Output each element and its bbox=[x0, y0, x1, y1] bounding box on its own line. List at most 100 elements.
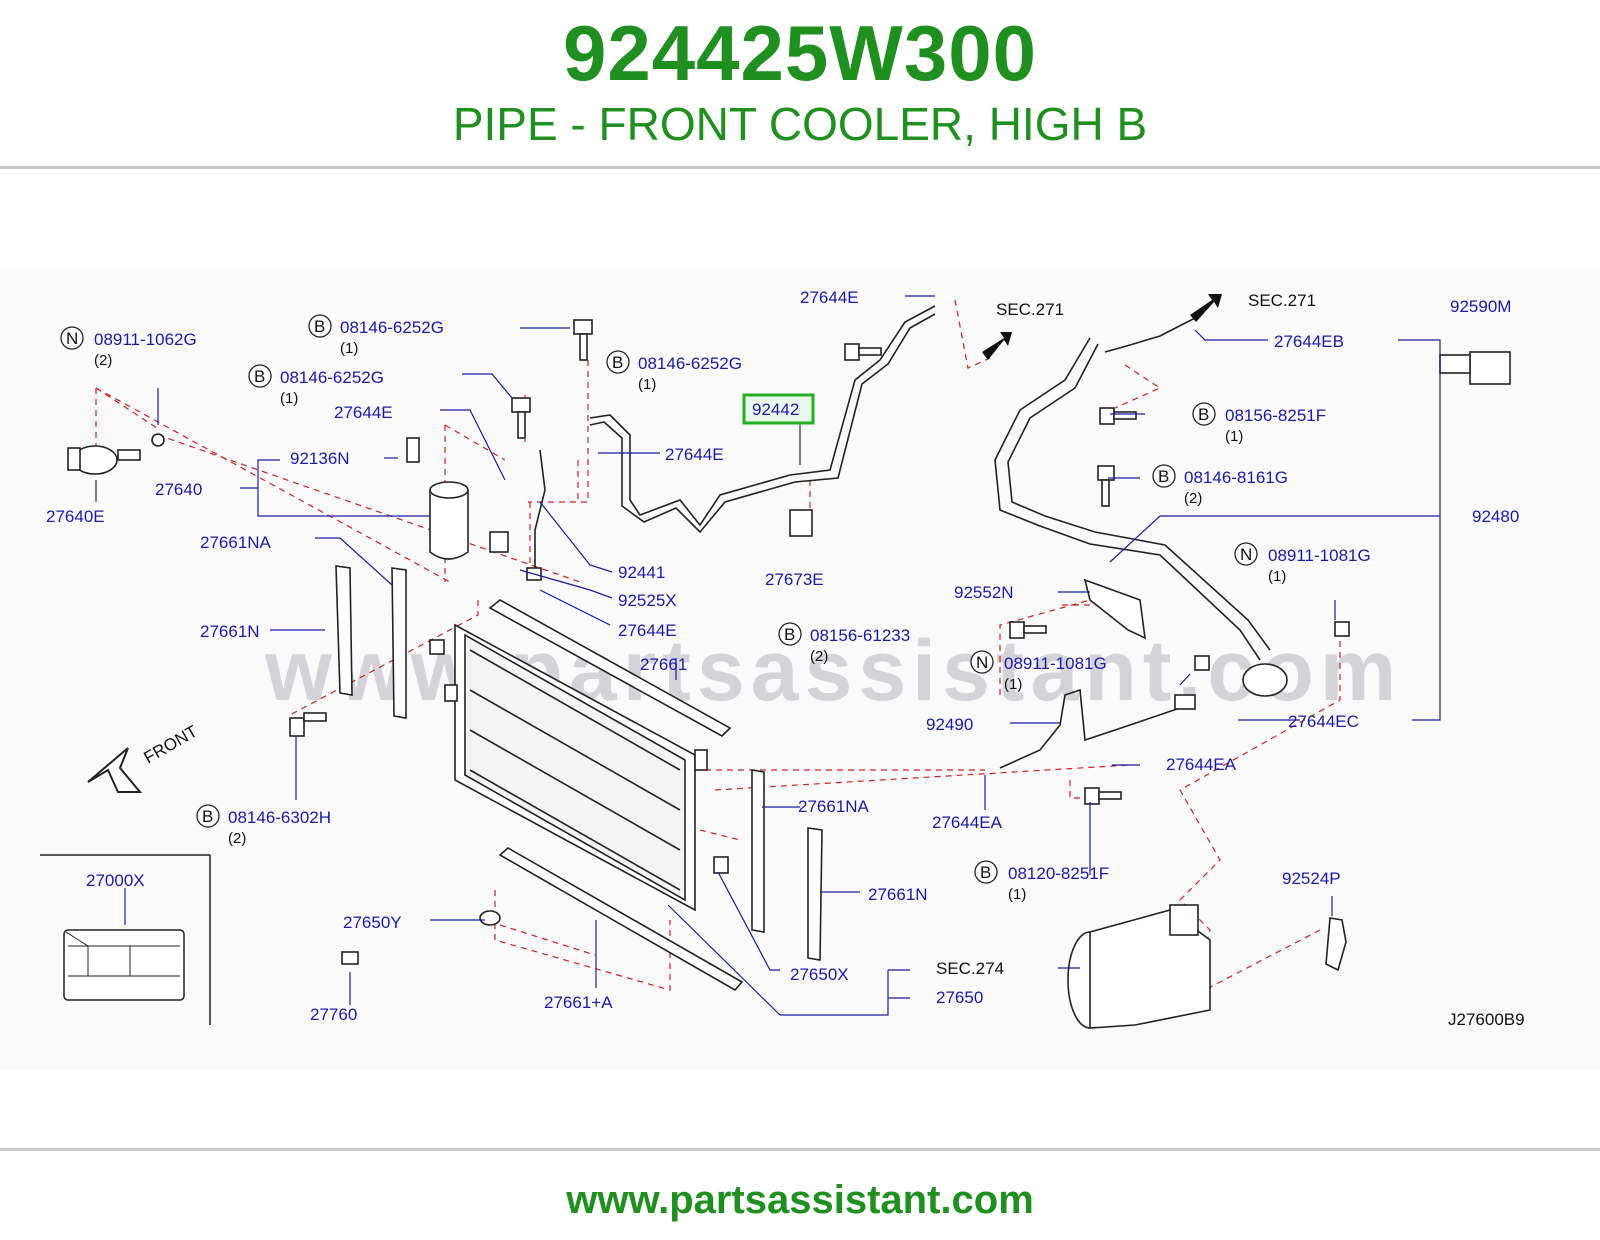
part-label[interactable]: 27650 bbox=[936, 988, 983, 1007]
sec-arrow-icon bbox=[982, 332, 1012, 360]
svg-text:08146-6252G: 08146-6252G bbox=[340, 318, 444, 337]
svg-text:B: B bbox=[314, 317, 325, 336]
part-label[interactable]: 27644EA bbox=[932, 813, 1003, 832]
leader-lines bbox=[95, 295, 1441, 1016]
fastener-callout[interactable]: N 08911-1081G (1) bbox=[970, 650, 1107, 693]
part-label[interactable]: 27644E bbox=[800, 288, 859, 307]
svg-text:08146-6252G: 08146-6252G bbox=[280, 368, 384, 387]
diagram-code: J27600B9 bbox=[1448, 1010, 1525, 1029]
svg-text:(1): (1) bbox=[1008, 886, 1026, 903]
part-label[interactable]: 27661N bbox=[868, 885, 928, 904]
svg-text:08146-6252G: 08146-6252G bbox=[638, 354, 742, 373]
part-label[interactable]: 27644E bbox=[618, 621, 677, 640]
part-label[interactable]: 27661NA bbox=[798, 797, 870, 816]
part-label[interactable]: 27644EB bbox=[1274, 332, 1344, 351]
svg-text:08911-1081G: 08911-1081G bbox=[1268, 546, 1371, 565]
part-label[interactable]: 92490 bbox=[926, 715, 973, 734]
svg-text:(1): (1) bbox=[638, 376, 656, 393]
part-description: PIPE - FRONT COOLER, HIGH B bbox=[452, 98, 1148, 150]
svg-text:(1): (1) bbox=[340, 340, 358, 357]
fastener-callout[interactable]: B 08146-8161G (2) bbox=[1152, 464, 1288, 507]
svg-text:B: B bbox=[980, 863, 991, 882]
parts-diagram: www.partsassistant.com bbox=[0, 270, 1600, 1070]
svg-text:08156-61233: 08156-61233 bbox=[810, 626, 910, 645]
footer-url[interactable]: www.partsassistant.com bbox=[566, 1178, 1034, 1222]
part-labels: 27644E 27644E 27644E 27644E 27644EB 2764… bbox=[46, 288, 1519, 1024]
highlight-box bbox=[742, 393, 815, 425]
svg-text:(1): (1) bbox=[280, 390, 298, 407]
part-label[interactable]: 27661 bbox=[640, 655, 687, 674]
svg-text:B: B bbox=[202, 807, 213, 826]
svg-text:08911-1062G: 08911-1062G bbox=[94, 330, 197, 349]
fastener-callout[interactable]: N 08911-1062G (2) bbox=[60, 326, 197, 369]
part-label[interactable]: 92480 bbox=[1472, 507, 1519, 526]
svg-text:(2): (2) bbox=[810, 648, 828, 665]
part-number-title: 924425W300 bbox=[562, 9, 1038, 97]
sec-label: SEC.271 bbox=[996, 300, 1064, 319]
front-arrow-icon: FRONT bbox=[87, 722, 201, 793]
label-box-27000x bbox=[40, 854, 211, 1025]
part-label[interactable]: 92441 bbox=[618, 563, 665, 582]
svg-text:B: B bbox=[254, 367, 265, 386]
part-label[interactable]: 92590M bbox=[1450, 297, 1511, 316]
svg-text:08146-6302H: 08146-6302H bbox=[228, 808, 331, 827]
part-27650y bbox=[479, 910, 501, 926]
seal-strips bbox=[335, 565, 823, 992]
part-label[interactable]: 27673E bbox=[765, 570, 824, 589]
part-92590m bbox=[1469, 351, 1511, 385]
part-label[interactable]: 27661+A bbox=[544, 993, 613, 1012]
svg-text:08120-8251F: 08120-8251F bbox=[1008, 864, 1109, 883]
sec-label: SEC.271 bbox=[1248, 291, 1316, 310]
svg-text:(2): (2) bbox=[228, 830, 246, 847]
part-label[interactable]: 27640E bbox=[46, 507, 105, 526]
fastener-callouts: N 08911-1062G (2) B 08146-6252G (1) B 08… bbox=[60, 314, 1371, 903]
svg-text:B: B bbox=[612, 353, 623, 372]
part-27650x bbox=[713, 856, 729, 874]
bolts-group bbox=[289, 319, 1350, 805]
svg-text:(1): (1) bbox=[1225, 428, 1243, 445]
svg-text:08146-8161G: 08146-8161G bbox=[1184, 468, 1288, 487]
part-label[interactable]: 27650Y bbox=[343, 913, 402, 932]
part-label[interactable]: 27661N bbox=[200, 622, 260, 641]
part-label[interactable]: 27644E bbox=[665, 445, 724, 464]
fastener-callout[interactable]: B 08156-8251F (1) bbox=[1192, 402, 1326, 445]
part-27673e bbox=[789, 509, 813, 537]
compressor bbox=[1067, 904, 1211, 1029]
front-label: FRONT bbox=[141, 722, 201, 768]
svg-text:(2): (2) bbox=[94, 352, 112, 369]
part-label[interactable]: 27000X bbox=[86, 871, 145, 890]
fastener-callout[interactable]: B 08156-61233 (2) bbox=[778, 622, 910, 665]
part-label[interactable]: 27644E bbox=[334, 403, 393, 422]
fastener-callout[interactable]: B 08146-6252G (1) bbox=[606, 350, 742, 393]
fastener-callout[interactable]: B 08146-6252G (1) bbox=[308, 314, 444, 357]
fastener-callout[interactable]: N 08911-1081G (1) bbox=[1234, 542, 1371, 585]
clamp-27640e bbox=[67, 433, 165, 475]
label-92442-highlighted[interactable]: 92442 bbox=[752, 400, 799, 419]
footer-divider bbox=[0, 1148, 1600, 1151]
svg-text:B: B bbox=[784, 625, 795, 644]
receiver-drier-27640 bbox=[406, 437, 469, 560]
part-label[interactable]: 27760 bbox=[310, 1005, 357, 1024]
part-label[interactable]: 92552N bbox=[954, 583, 1014, 602]
condenser-27661 bbox=[429, 623, 708, 912]
svg-text:08156-8251F: 08156-8251F bbox=[1225, 406, 1326, 425]
svg-text:N: N bbox=[66, 329, 78, 348]
part-label[interactable]: 27644EA bbox=[1166, 755, 1237, 774]
svg-text:(2): (2) bbox=[1184, 490, 1202, 507]
bracket-92552n bbox=[1083, 578, 1146, 640]
hose-92490 bbox=[999, 688, 1181, 769]
pipe-92441 bbox=[534, 449, 546, 570]
part-label[interactable]: 92524P bbox=[1282, 869, 1341, 888]
part-label[interactable]: 92525X bbox=[618, 591, 677, 610]
part-label[interactable]: 27640 bbox=[155, 480, 202, 499]
part-label[interactable]: 27644EC bbox=[1288, 712, 1359, 731]
bracket-92524p bbox=[1325, 917, 1347, 972]
part-label[interactable]: 92136N bbox=[290, 449, 350, 468]
part-label[interactable]: 27661NA bbox=[200, 533, 272, 552]
fastener-callout[interactable]: B 08146-6302H (2) bbox=[196, 804, 331, 847]
part-27760 bbox=[341, 951, 359, 965]
fastener-callout[interactable]: B 08120-8251F (1) bbox=[974, 860, 1109, 903]
svg-text:N: N bbox=[1240, 545, 1252, 564]
part-label[interactable]: 27650X bbox=[790, 965, 849, 984]
fastener-callout[interactable]: B 08146-6252G (1) bbox=[248, 364, 384, 407]
